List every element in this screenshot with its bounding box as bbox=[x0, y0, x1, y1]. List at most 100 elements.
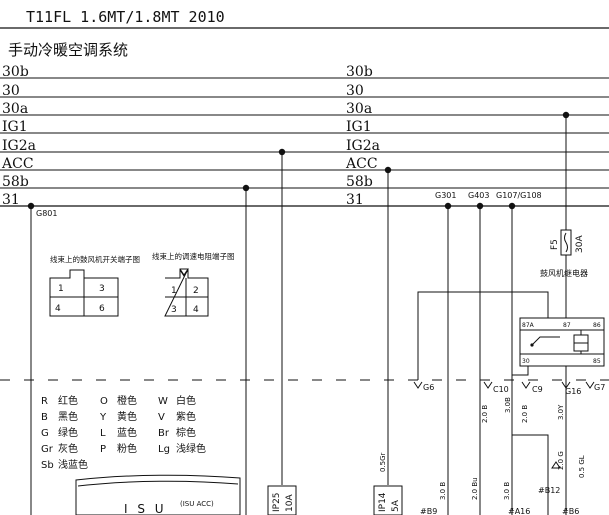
legend-code: G bbox=[41, 428, 49, 439]
wire-label: 0.5 GL bbox=[578, 455, 586, 478]
junction-dot bbox=[384, 166, 392, 174]
fuse-element bbox=[564, 232, 568, 253]
connector-arrow-icon bbox=[561, 381, 571, 389]
connector-pin: 1 bbox=[171, 286, 177, 296]
connector-arrow-icon bbox=[521, 381, 531, 389]
fuse-ip14-body bbox=[373, 485, 403, 515]
legend-name: 紫色 bbox=[176, 410, 196, 423]
isu-edge bbox=[77, 480, 239, 487]
wire-label: 2.0 G bbox=[557, 451, 565, 470]
rail-label: IG2a bbox=[2, 138, 36, 154]
rail-label: 30 bbox=[346, 83, 364, 99]
isu-acc-label: (ISU ACC) bbox=[180, 500, 214, 508]
legend-name: 粉色 bbox=[117, 442, 137, 455]
connector-pin: 4 bbox=[193, 305, 199, 315]
relay-pin-85: 85 bbox=[593, 358, 601, 365]
rail-label: 30 bbox=[2, 83, 20, 99]
vertical-wires bbox=[30, 115, 567, 515]
connector-pin: 3 bbox=[99, 284, 105, 294]
relay-title: 鼓风机继电器 bbox=[540, 268, 588, 278]
connector-pin: 1 bbox=[58, 284, 64, 294]
connector-arrow-icon bbox=[413, 381, 423, 389]
rail-label: ACC bbox=[345, 156, 378, 172]
connector-arrows bbox=[413, 381, 595, 389]
connector-c9: C9 bbox=[532, 385, 543, 394]
fuse-ip14-rating: 5A bbox=[391, 499, 401, 512]
legend-code: P bbox=[100, 444, 106, 455]
fuse-f5-name: F5 bbox=[550, 239, 560, 250]
relay-pin-30: 30 bbox=[522, 358, 530, 365]
junction-dot bbox=[476, 202, 484, 210]
legend-name: 棕色 bbox=[176, 426, 196, 439]
legend-code: W bbox=[158, 396, 168, 407]
pin-label: #A16 bbox=[508, 507, 530, 515]
wire-label: 2.0 B bbox=[481, 405, 489, 423]
isu-label: I S U bbox=[124, 502, 167, 515]
junction-dot bbox=[278, 148, 286, 156]
legend-code: O bbox=[100, 396, 108, 407]
legend-name: 红色 bbox=[58, 394, 78, 407]
ground-label: G107/G108 bbox=[496, 191, 542, 200]
pin-label: #B6 bbox=[562, 507, 579, 515]
legend-code: Sb bbox=[41, 460, 54, 471]
rail-label: IG2a bbox=[346, 138, 380, 154]
junction-dot bbox=[508, 202, 516, 210]
wire-label: 2.0 B bbox=[521, 405, 529, 423]
connector-pin: 4 bbox=[55, 304, 61, 314]
legend-code: Br bbox=[158, 428, 170, 439]
rail-label: IG1 bbox=[2, 119, 28, 135]
wire-label: 3.0 B bbox=[439, 482, 447, 500]
isu-housing bbox=[75, 474, 241, 515]
blower-switch-connector: 线束上的鼓风机开关端子图 1 3 4 6 bbox=[49, 254, 140, 317]
left-rail-labels: 30b 30 30a IG1 IG2a ACC 58b 31 bbox=[1, 64, 36, 208]
rail-label: 58b bbox=[346, 174, 373, 190]
fuse-ip25-name: IP25 bbox=[272, 492, 282, 512]
wire-labels: 2.0 B 3.0B 2.0 B 3.0Y 0.5 GL 0.5Gr 3.0 B… bbox=[379, 397, 586, 500]
rail-label: 31 bbox=[346, 192, 364, 208]
wire-label: 3.0B bbox=[504, 397, 512, 413]
fuse-ip25-body bbox=[267, 485, 297, 515]
legend-name: 黄色 bbox=[117, 410, 137, 423]
connector-g16: G16 bbox=[565, 387, 581, 396]
system-title: 手动冷暖空调系统 bbox=[8, 41, 128, 59]
legend-name: 绿色 bbox=[58, 426, 78, 439]
connector-c10: C10 bbox=[493, 385, 509, 394]
ground-label: G301 bbox=[435, 191, 456, 200]
legend-code: B bbox=[41, 412, 48, 423]
fuse-ip14: IP14 5A bbox=[373, 485, 403, 515]
rail-label: 58b bbox=[2, 174, 29, 190]
relay-contact-dot bbox=[530, 343, 534, 347]
legend-code: Lg bbox=[158, 444, 170, 455]
isu-module: I S U (ISU ACC) bbox=[75, 474, 241, 515]
fuse-f5: F5 30A bbox=[550, 229, 585, 256]
wire-relay-85 bbox=[512, 366, 529, 376]
legend-code: Gr bbox=[41, 444, 54, 455]
connector-g6: G6 bbox=[423, 383, 434, 392]
connector-pin: 6 bbox=[99, 304, 105, 314]
relay-pin-86: 86 bbox=[593, 322, 601, 329]
wire-relay-control bbox=[417, 291, 549, 380]
connector-arrow-icon bbox=[483, 381, 493, 389]
connector-pin: 3 bbox=[171, 305, 177, 315]
blower-relay: 87A 87 86 30 85 bbox=[519, 317, 605, 367]
rail-label: 30b bbox=[2, 64, 29, 80]
legend-name: 白色 bbox=[176, 394, 196, 407]
connector-pin: 2 bbox=[193, 286, 199, 296]
wire-label: 3.0Y bbox=[557, 404, 565, 420]
rail-label: IG1 bbox=[346, 119, 372, 135]
junction-dot bbox=[242, 184, 250, 192]
relay-switch-contact bbox=[531, 336, 560, 346]
fuse-f5-rating: 30A bbox=[575, 235, 585, 253]
speed-resistor-title: 线束上的调速电阻端子图 bbox=[152, 251, 235, 261]
relay-housing bbox=[519, 317, 605, 367]
wire-label: 3.0 B bbox=[503, 482, 511, 500]
wire-label: 0.5Gr bbox=[379, 452, 387, 472]
connector-g7: G7 bbox=[594, 383, 605, 392]
legend-name: 蓝色 bbox=[117, 426, 137, 439]
legend-code: L bbox=[100, 428, 106, 439]
power-rails bbox=[0, 77, 609, 207]
rail-label: ACC bbox=[1, 156, 34, 172]
pin-label: #B12 bbox=[538, 486, 560, 495]
legend-name: 黑色 bbox=[58, 410, 78, 423]
